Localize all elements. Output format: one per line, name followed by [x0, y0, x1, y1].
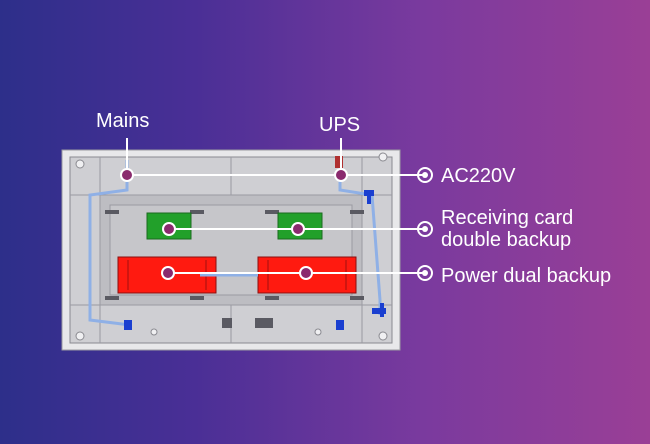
callout-terminals	[417, 167, 433, 281]
ac220v-label: AC220V	[441, 165, 516, 187]
ups-label: UPS	[319, 114, 361, 136]
receiving-card-label-line2: double backup	[441, 229, 572, 251]
receiving-card-label-line1: Receiving card	[441, 207, 574, 229]
power-supply-ribs	[127, 260, 347, 290]
connector-slots	[105, 210, 364, 328]
mains-label: Mains	[96, 110, 150, 132]
cable-connectors	[124, 190, 386, 330]
callout-terminal-centers	[422, 172, 428, 276]
ups-inlet	[335, 156, 343, 168]
screw-holes	[75, 152, 388, 341]
callout-dots	[120, 168, 348, 280]
power-backup-label: Power dual backup	[441, 265, 612, 287]
